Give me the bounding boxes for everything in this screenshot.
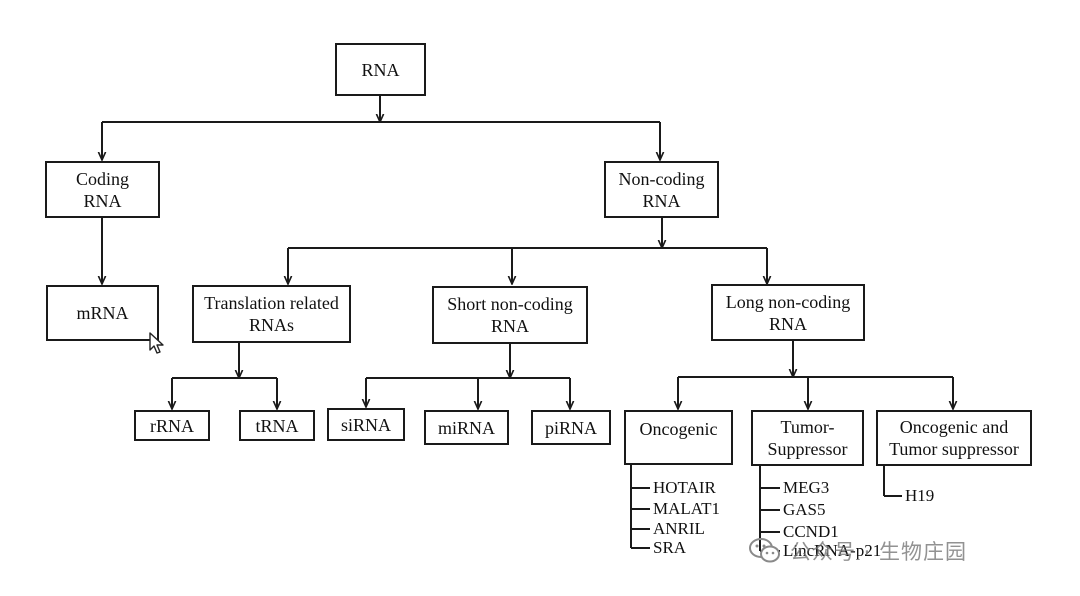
node-sirna: siRNA	[327, 408, 405, 441]
node-pirna: piRNA	[531, 410, 611, 445]
node-label-line: miRNA	[437, 417, 495, 438]
node-oncogenic: Oncogenic	[624, 410, 733, 465]
node-mrna: mRNA	[46, 285, 159, 341]
node-label-line: tRNA	[255, 415, 299, 436]
leaf-gas5: GAS5	[783, 500, 826, 519]
node-label-line: Oncogenic and	[899, 417, 1009, 437]
leaf-h19: H19	[905, 486, 935, 505]
leaf-anril: ANRIL	[653, 519, 705, 538]
node-label-line: Translation related	[204, 293, 339, 313]
node-label-line: RNA	[83, 190, 122, 211]
node-mirna: miRNA	[424, 410, 509, 445]
node-tumor-suppressor: Tumor-Suppressor	[751, 410, 864, 466]
node-label-line: piRNA	[544, 417, 597, 438]
node-rna: RNA	[335, 43, 426, 96]
watermark-text: 公众号 · 生物庄园	[790, 540, 968, 564]
node-label-line: RNA	[642, 190, 681, 211]
leaf-meg3: MEG3	[783, 478, 830, 497]
node-rrna: rRNA	[134, 410, 210, 441]
node-label-line: siRNA	[340, 414, 391, 435]
node-label-line: RNAs	[248, 315, 294, 335]
leaf-sra: SRA	[653, 538, 687, 557]
node-label-line: Tumor-	[780, 417, 835, 437]
node-label-line: Oncogenic	[639, 419, 718, 439]
mouse-pointer-icon	[149, 332, 164, 354]
node-trna: tRNA	[239, 410, 315, 441]
node-label-line: rRNA	[150, 415, 194, 436]
node-label-line: RNA	[490, 316, 529, 336]
node-label-line: Short non-coding	[447, 294, 573, 314]
node-label-line: Non-coding	[618, 168, 705, 189]
node-label-line: RNA	[361, 59, 400, 80]
watermark: 公众号 · 生物庄园	[748, 536, 967, 566]
leaf-ccnd1: CCND1	[783, 522, 839, 541]
leaf-malat1: MALAT1	[653, 499, 721, 518]
node-label-line: RNA	[768, 313, 807, 334]
wechat-icon	[749, 538, 780, 563]
node-label-line: Long non-coding	[725, 291, 851, 312]
node-label-line: mRNA	[76, 303, 129, 323]
node-label-line: Coding	[75, 168, 129, 189]
node-label-line: Tumor suppressor	[889, 439, 1019, 459]
node-label-line: Suppressor	[767, 439, 848, 459]
leaf-lincrna-p21: LincRNA-p21	[783, 541, 882, 560]
leaf-hotair: HOTAIR	[653, 478, 716, 497]
